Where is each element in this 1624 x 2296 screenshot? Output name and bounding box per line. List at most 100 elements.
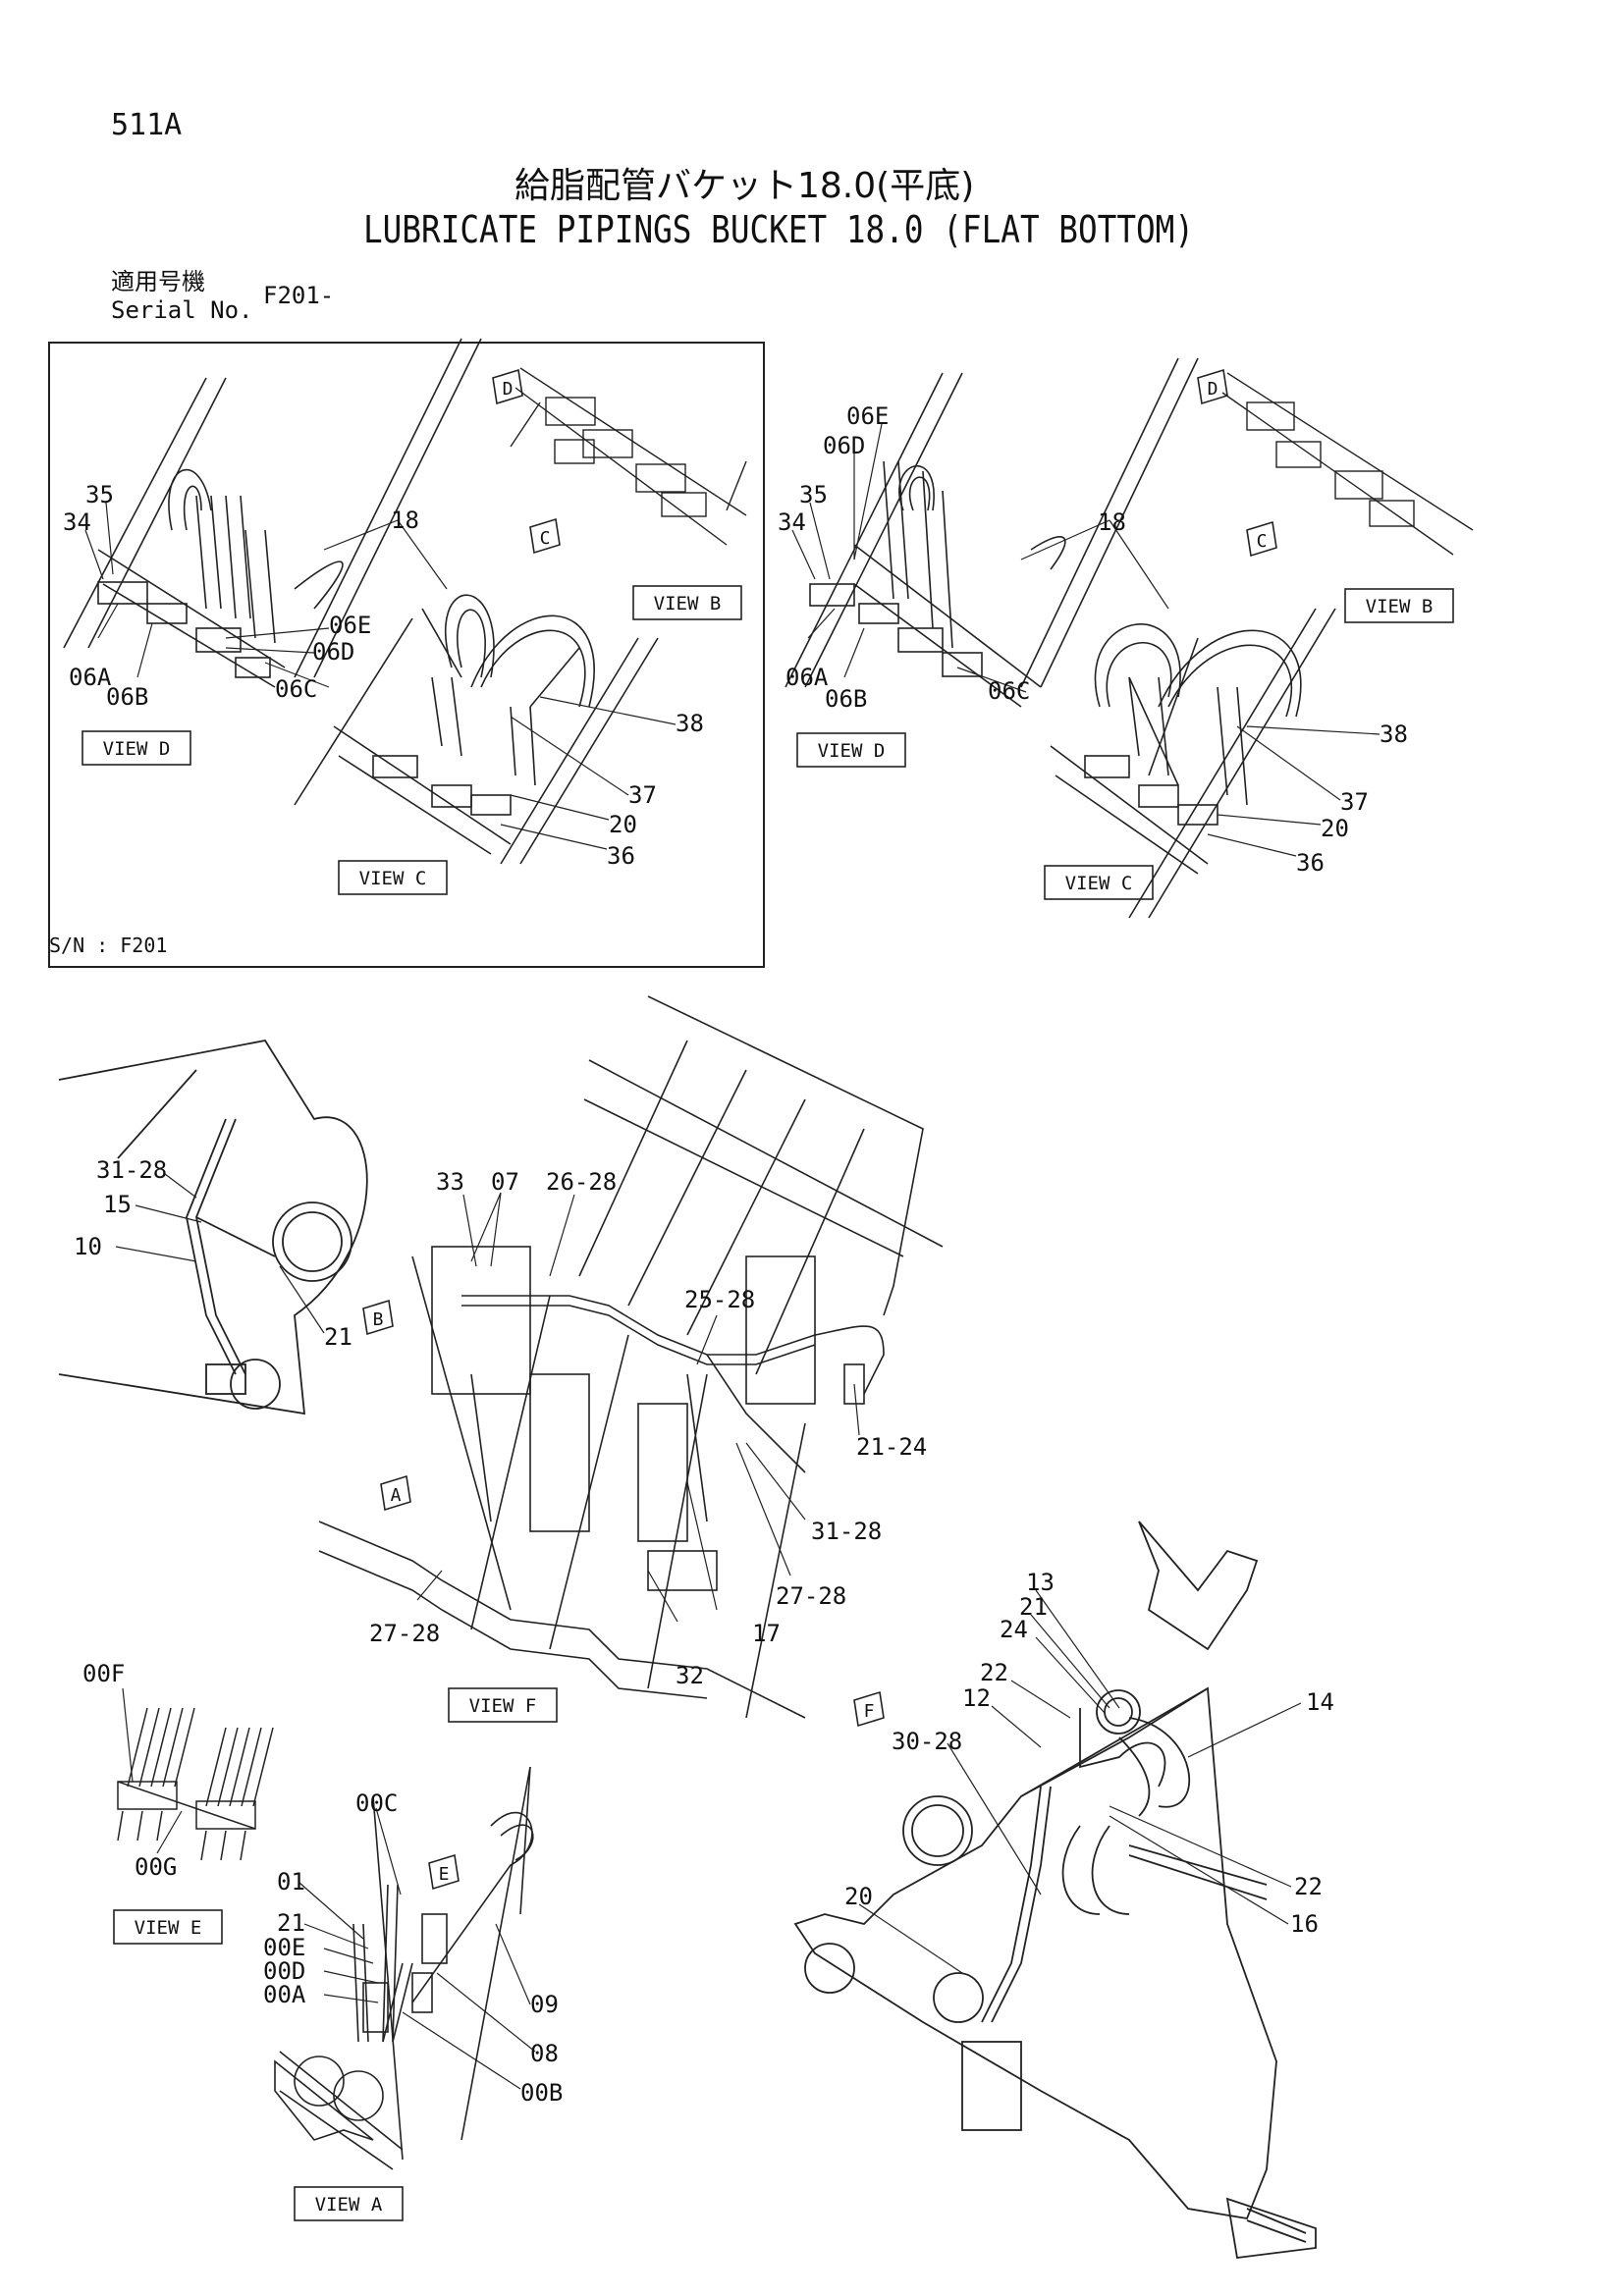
view-a-callout-09: 09 — [530, 1991, 559, 2018]
upper-right-marker-d: D — [1208, 379, 1218, 400]
bucket-callout-21-1: 21 — [1019, 1593, 1048, 1621]
view-e-callout-00g: 00G — [135, 1853, 177, 1881]
serial-label-japanese: 適用号機 — [111, 268, 205, 295]
bucket-callout-16-8: 16 — [1290, 1910, 1319, 1938]
upper-right-view-c-label-box — [1044, 865, 1154, 900]
view-f-callout-33-0: 33 — [436, 1168, 464, 1196]
upper-right-callout-37: 37 — [1340, 788, 1369, 816]
upper-right-callout-06d: 06D — [823, 432, 865, 459]
view-f-label-box — [448, 1687, 558, 1723]
bucket-callout-20-9: 20 — [844, 1883, 873, 1910]
upper-right-callout-06a: 06A — [785, 664, 829, 691]
view-a-label-box — [294, 2186, 404, 2221]
view-f-callout-07-1: 07 — [491, 1168, 519, 1196]
upper-right-view-b-label-box — [1344, 588, 1454, 623]
view-f-callout-21-24-4: 21-24 — [856, 1433, 927, 1461]
upper-right-group — [785, 357, 1474, 919]
inset-callout-18: 18 — [391, 507, 419, 534]
view-e-group — [117, 1707, 274, 1861]
view-e-label-box — [113, 1909, 223, 1945]
bucket-callout-24-2: 24 — [1000, 1616, 1028, 1643]
view-f-callout-25-28-3: 25-28 — [684, 1286, 755, 1313]
view-a-marker-e-shape — [428, 1853, 460, 1891]
serial-value: F201- — [263, 282, 335, 309]
inset-group — [48, 338, 765, 968]
inset-callout-38: 38 — [676, 710, 704, 737]
view-a-marker-e: E — [439, 1864, 450, 1885]
view-a-callout-00d: 00D — [263, 1957, 305, 1985]
upper-right-callout-35: 35 — [799, 481, 828, 508]
inset-callout-34: 34 — [63, 508, 91, 536]
inset-callout-06b: 06B — [106, 683, 148, 711]
upper-right-view-d-detail — [1221, 372, 1474, 556]
view-f-label: VIEW F — [469, 1695, 537, 1717]
view-a-callout-00e: 00E — [263, 1934, 305, 1961]
view-f-callout-27-28-7: 27-28 — [776, 1582, 846, 1610]
bucket-callout-22-3: 22 — [980, 1659, 1008, 1686]
view-e-label: VIEW E — [135, 1917, 202, 1939]
bucket-callout-12-4: 12 — [962, 1684, 991, 1712]
inset-callout-20: 20 — [609, 811, 637, 838]
upper-right-view-c-label: VIEW C — [1065, 873, 1133, 894]
inset-structure — [63, 338, 659, 865]
inset-frame — [48, 342, 765, 968]
inset-sn-label: S/N : F201 — [49, 934, 167, 957]
middle-left-arm — [58, 1040, 368, 1415]
view-a-callout-00c: 00C — [355, 1789, 398, 1817]
serial-label-english: Serial No. — [111, 296, 253, 324]
bucket-marker-f: F — [864, 1701, 875, 1722]
upper-right-callout-06e: 06E — [846, 402, 889, 430]
view-a-group — [274, 1766, 534, 2170]
inset-view-d-detail — [510, 367, 747, 546]
view-a-label: VIEW A — [315, 2194, 383, 2216]
view-f-callout-26-28-2: 26-28 — [546, 1168, 617, 1196]
title-english: LUBRICATE PIPINGS BUCKET 18.0 (FLAT BOTT… — [363, 208, 1195, 251]
inset-callout-06c: 06C — [275, 675, 317, 703]
leader-lines — [84, 423, 1380, 2090]
view-f-callout-32-9: 32 — [676, 1662, 704, 1689]
view-a-callout-00b: 00B — [520, 2079, 563, 2107]
inset-callout-35: 35 — [85, 481, 114, 508]
upper-right-view-b-label: VIEW B — [1366, 596, 1434, 617]
view-f-marker-b-shape — [362, 1299, 394, 1336]
view-f-marker-a: A — [391, 1485, 402, 1506]
inset-marker-c-shape — [529, 517, 561, 555]
upper-right-callout-36: 36 — [1296, 849, 1325, 877]
upper-right-view-d-label: VIEW D — [818, 740, 886, 762]
inset-marker-d-shape — [492, 368, 523, 405]
upper-right-marker-d-shape — [1197, 368, 1228, 405]
upper-right-view-d-label-box — [796, 732, 906, 768]
inset-marker-c: C — [540, 528, 551, 549]
bucket-marker-f-shape — [853, 1690, 885, 1728]
inset-marker-d: D — [503, 379, 514, 400]
inset-callout-06d: 06D — [312, 638, 354, 666]
upper-right-marker-c: C — [1257, 531, 1268, 552]
view-a-callout-21: 21 — [277, 1909, 305, 1937]
middle-left-callout-31-28: 31-28 — [96, 1156, 167, 1184]
inset-callout-37: 37 — [628, 781, 657, 809]
middle-left-callout-15: 15 — [103, 1191, 132, 1218]
bucket-group — [793, 1521, 1317, 2260]
inset-view-b-label-box — [632, 585, 742, 620]
upper-right-callout-18: 18 — [1098, 508, 1126, 536]
view-a-callout-00a: 00A — [263, 1981, 306, 2008]
inset-view-c-label-box — [338, 860, 448, 895]
bucket-callout-22-7: 22 — [1294, 1873, 1323, 1900]
upper-right-marker-c-shape — [1246, 520, 1277, 558]
inset-view-b-label: VIEW B — [654, 593, 722, 614]
upper-right-callout-34: 34 — [778, 508, 806, 536]
upper-right-callout-06b: 06B — [825, 685, 867, 713]
view-a-callout-08: 08 — [530, 2040, 559, 2067]
middle-left-callout-10: 10 — [74, 1233, 102, 1260]
inset-callout-36: 36 — [607, 842, 635, 870]
view-e-callout-00f: 00F — [82, 1660, 125, 1687]
upper-right-callout-06c: 06C — [988, 677, 1030, 705]
view-f-callout-27-28-6: 27-28 — [369, 1620, 440, 1647]
view-a-callout-01: 01 — [277, 1868, 305, 1896]
bucket-callout-13-0: 13 — [1026, 1569, 1055, 1596]
inset-view-d-label: VIEW D — [103, 738, 171, 760]
title-japanese: 給脂配管バケット18.0(平底) — [514, 166, 975, 206]
inset-view-c-label: VIEW C — [359, 868, 427, 889]
view-f-group — [318, 995, 944, 1719]
